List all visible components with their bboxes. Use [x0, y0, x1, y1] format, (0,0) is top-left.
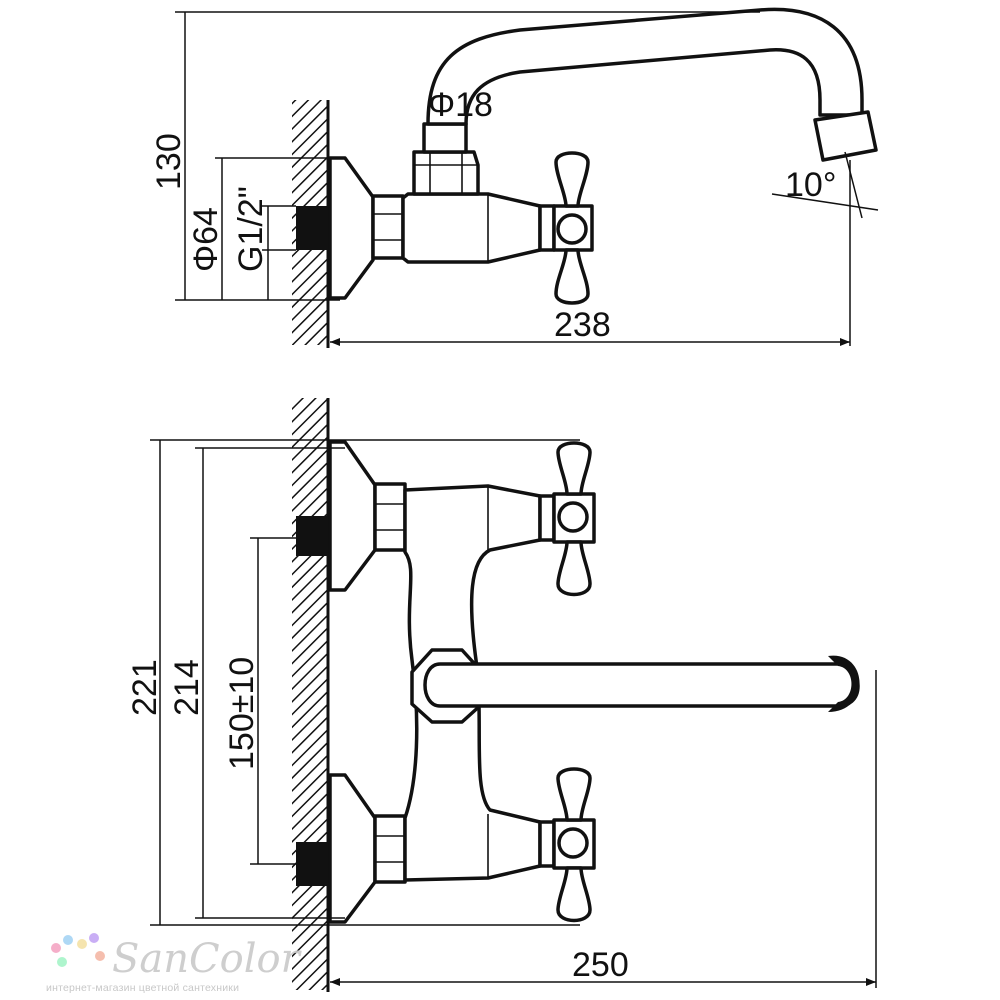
wall-pipe-upper [296, 516, 328, 556]
handle-lever-down-top [554, 248, 590, 305]
handle-center-lower [557, 827, 589, 859]
handle-stem-upper [538, 494, 556, 542]
flange-lower [328, 773, 377, 924]
handle-lever-up-top [554, 151, 590, 208]
dim-top-length: 238 [554, 306, 611, 344]
wall-pipe-lower [296, 842, 328, 886]
spout-pipe-front [423, 662, 860, 708]
spout-tip-front [828, 655, 860, 712]
watermark-dot [51, 943, 61, 953]
watermark-dot [63, 935, 73, 945]
dim-bottom-overall-height: 221 [126, 659, 164, 716]
dim-top-thread: G1/2" [232, 186, 270, 272]
hex-nut-top [371, 194, 405, 260]
wall-hatch-bottom [292, 398, 328, 990]
wall-pipe-top [296, 206, 328, 250]
watermark-dots-icon [51, 933, 105, 967]
dim-top-height: 130 [150, 133, 188, 190]
dim-bottom-length: 250 [572, 946, 629, 984]
watermark-dot [95, 951, 105, 961]
handle-stem-top [538, 204, 556, 252]
dim-top-diameter: Φ64 [187, 207, 225, 272]
watermark-brand: SanColor [112, 936, 303, 982]
handle-center-upper [557, 501, 589, 533]
dim-spout-angle: 10° [785, 166, 836, 204]
dim-bottom-center-distance: 150±10 [223, 657, 261, 770]
watermark: SanColor интернет-магазин цветной сантех… [46, 933, 303, 994]
watermark-dot [89, 933, 99, 943]
handle-lever-up-lower [556, 767, 592, 822]
top-side-view: 130 Φ64 G1/2" Φ18 10° 238 [150, 7, 879, 348]
spout-pipe-top [426, 7, 864, 126]
flange-top [328, 156, 375, 300]
handle-lever-down-lower [556, 866, 592, 923]
spout-collar [412, 150, 480, 196]
watermark-dot [57, 957, 67, 967]
bottom-front-view: 221 214 150±10 250 [126, 398, 877, 992]
hex-nut-lower [373, 814, 407, 884]
handle-stem-lower [538, 820, 556, 868]
flange-upper [328, 440, 377, 592]
aerator [813, 110, 878, 162]
dim-bottom-body-height: 214 [168, 659, 206, 716]
hex-nut-upper [373, 482, 407, 552]
valve-body-top [401, 192, 542, 264]
dim-spout-diameter: Φ18 [428, 86, 493, 124]
spout-ring [422, 122, 468, 154]
handle-lever-down-upper [556, 540, 592, 597]
handle-lever-up-upper [556, 441, 592, 496]
handle-center-top [556, 213, 588, 245]
watermark-tagline: интернет-магазин цветной сантехники [46, 982, 239, 994]
watermark-dot [77, 939, 87, 949]
